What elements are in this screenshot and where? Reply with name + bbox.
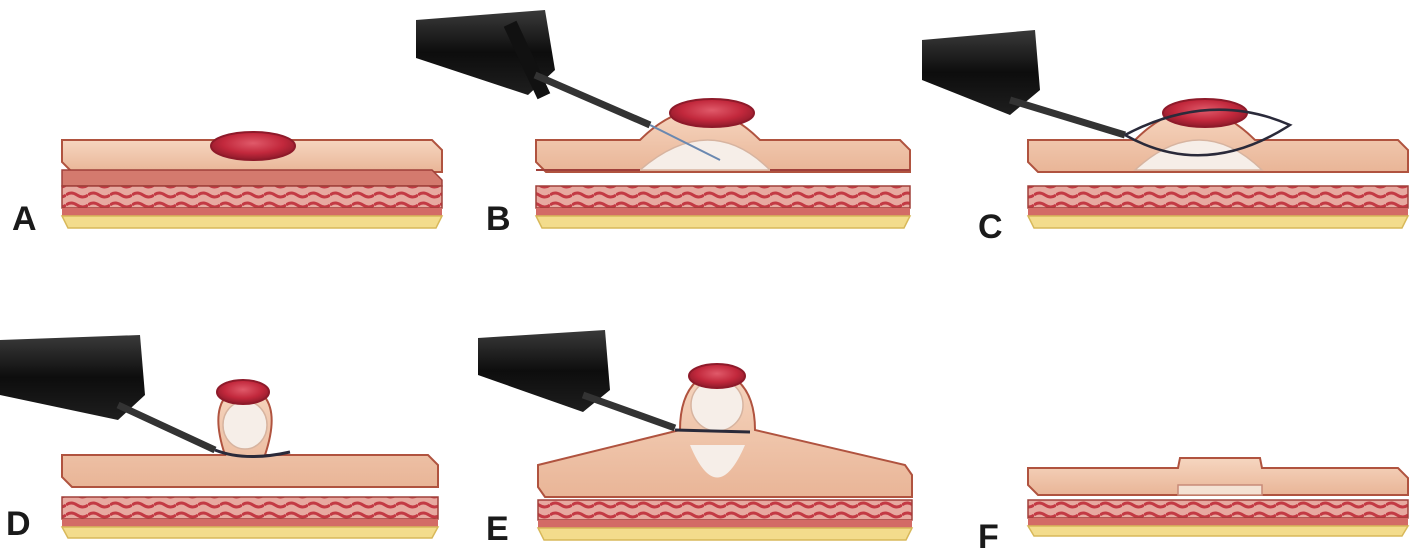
panel-a: A <box>12 132 442 238</box>
snare-icon <box>675 430 750 432</box>
panel-label-d: D <box>6 505 31 543</box>
panel-e: E <box>478 330 912 548</box>
tissue-layers <box>1028 110 1408 228</box>
panel-label-f: F <box>978 518 999 555</box>
lesion <box>689 364 745 388</box>
panel-label-c: C <box>978 208 1003 246</box>
resection-defect <box>1178 485 1262 495</box>
lesion <box>1163 99 1247 127</box>
tissue-layers <box>536 110 910 228</box>
lesion <box>217 380 269 404</box>
panel-b: B <box>416 10 910 238</box>
panel-d: D <box>0 335 438 543</box>
lesion <box>211 132 295 160</box>
lesion <box>670 99 754 127</box>
tissue-layers <box>1028 458 1408 536</box>
panel-label-a: A <box>12 200 37 238</box>
panel-label-e: E <box>486 510 509 548</box>
panel-label-b: B <box>486 200 511 238</box>
panel-f: F <box>978 458 1408 555</box>
panel-c: C <box>922 30 1408 246</box>
endoscope-icon <box>416 10 555 99</box>
injection-needle-icon <box>535 75 650 125</box>
